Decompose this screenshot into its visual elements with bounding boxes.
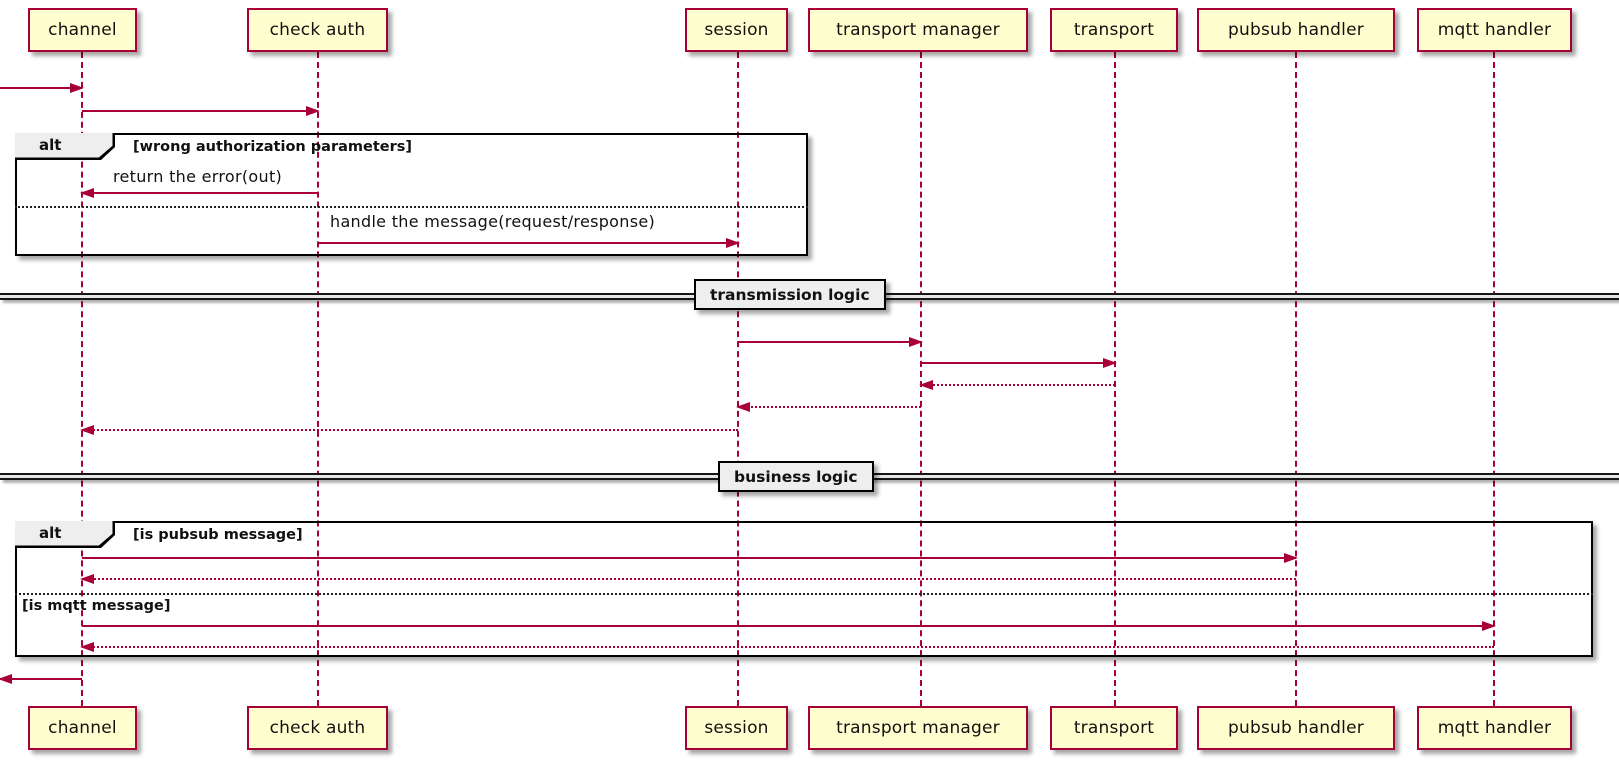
- participant-transport-manager-top: transport manager: [808, 8, 1028, 52]
- arrow-external-to-channel: [0, 83, 84, 93]
- arrow-transport-manager-to-session-return: [736, 402, 921, 412]
- participant-mqtt-handler-top: mqtt handler: [1417, 8, 1572, 52]
- arrowhead-icon: [80, 188, 94, 198]
- participant-pubsub-handler-top: pubsub handler: [1197, 8, 1395, 52]
- arrow-check-auth-to-session: [318, 238, 740, 248]
- alt-frame-business: [15, 521, 1593, 657]
- participant-session-bottom: session: [685, 706, 788, 750]
- arrow-session-to-transport-manager: [738, 337, 923, 347]
- arrowhead-icon: [919, 380, 933, 390]
- participant-check-auth-top: check auth: [247, 8, 388, 52]
- lifeline-session: [737, 52, 739, 706]
- participant-transport-top: transport: [1050, 8, 1178, 52]
- alt-frame-business-else-divider: [15, 593, 1593, 595]
- alt-condition-wrong-auth: [wrong authorization parameters]: [133, 139, 413, 155]
- alt-operator-label-auth: alt: [15, 133, 113, 158]
- participant-transport-manager-bottom: transport manager: [808, 706, 1028, 750]
- participant-channel-top: channel: [28, 8, 137, 52]
- divider-label-business-logic: business logic: [718, 461, 874, 492]
- participant-mqtt-handler-bottom: mqtt handler: [1417, 706, 1572, 750]
- lifeline-transport: [1114, 52, 1116, 706]
- arrowhead-icon: [1103, 358, 1117, 368]
- arrowhead-icon: [0, 674, 12, 684]
- lifeline-channel: [81, 52, 83, 706]
- arrow-channel-to-check-auth: [82, 106, 320, 116]
- arrowhead-icon: [80, 574, 94, 584]
- arrowhead-icon: [1482, 621, 1496, 631]
- participant-check-auth-bottom: check auth: [247, 706, 388, 750]
- alt-operator-badge-auth: alt: [15, 133, 115, 160]
- arrowhead-icon: [80, 642, 94, 652]
- arrow-channel-to-external: [0, 674, 82, 684]
- arrow-pubsub-handler-to-channel-return: [80, 574, 1296, 584]
- message-label-return-error: return the error(out): [113, 167, 283, 186]
- arrowhead-icon: [909, 337, 923, 347]
- participant-channel-bottom: channel: [28, 706, 137, 750]
- arrowhead-icon: [80, 425, 94, 435]
- arrow-transport-manager-to-transport: [921, 358, 1117, 368]
- arrowhead-icon: [306, 106, 320, 116]
- alt-frame-auth-else-divider: [15, 206, 808, 208]
- arrow-session-to-channel-return: [80, 425, 738, 435]
- participant-pubsub-handler-bottom: pubsub handler: [1197, 706, 1395, 750]
- lifeline-mqtt-handler: [1493, 52, 1495, 706]
- alt-condition-is-mqtt: [is mqtt message]: [22, 598, 171, 614]
- arrowhead-icon: [70, 83, 84, 93]
- participant-transport-bottom: transport: [1050, 706, 1178, 750]
- arrowhead-icon: [1284, 553, 1298, 563]
- lifeline-transport-manager: [920, 52, 922, 706]
- arrow-channel-to-pubsub-handler: [82, 553, 1298, 563]
- arrow-mqtt-handler-to-channel-return: [80, 642, 1494, 652]
- lifeline-check-auth: [317, 52, 319, 706]
- alt-frame-auth: [15, 133, 808, 256]
- arrow-check-auth-to-channel-return: [80, 188, 318, 198]
- arrowhead-icon: [736, 402, 750, 412]
- arrow-channel-to-mqtt-handler: [82, 621, 1496, 631]
- alt-operator-label-business: alt: [15, 521, 113, 546]
- participant-session-top: session: [685, 8, 788, 52]
- alt-condition-is-pubsub: [is pubsub message]: [133, 527, 303, 543]
- message-label-handle-message: handle the message(request/response): [330, 212, 656, 231]
- lifeline-pubsub-handler: [1295, 52, 1297, 706]
- alt-operator-badge-business: alt: [15, 521, 115, 548]
- arrowhead-icon: [726, 238, 740, 248]
- divider-label-transmission-logic: transmission logic: [694, 279, 886, 310]
- arrow-transport-to-transport-manager-return: [919, 380, 1115, 390]
